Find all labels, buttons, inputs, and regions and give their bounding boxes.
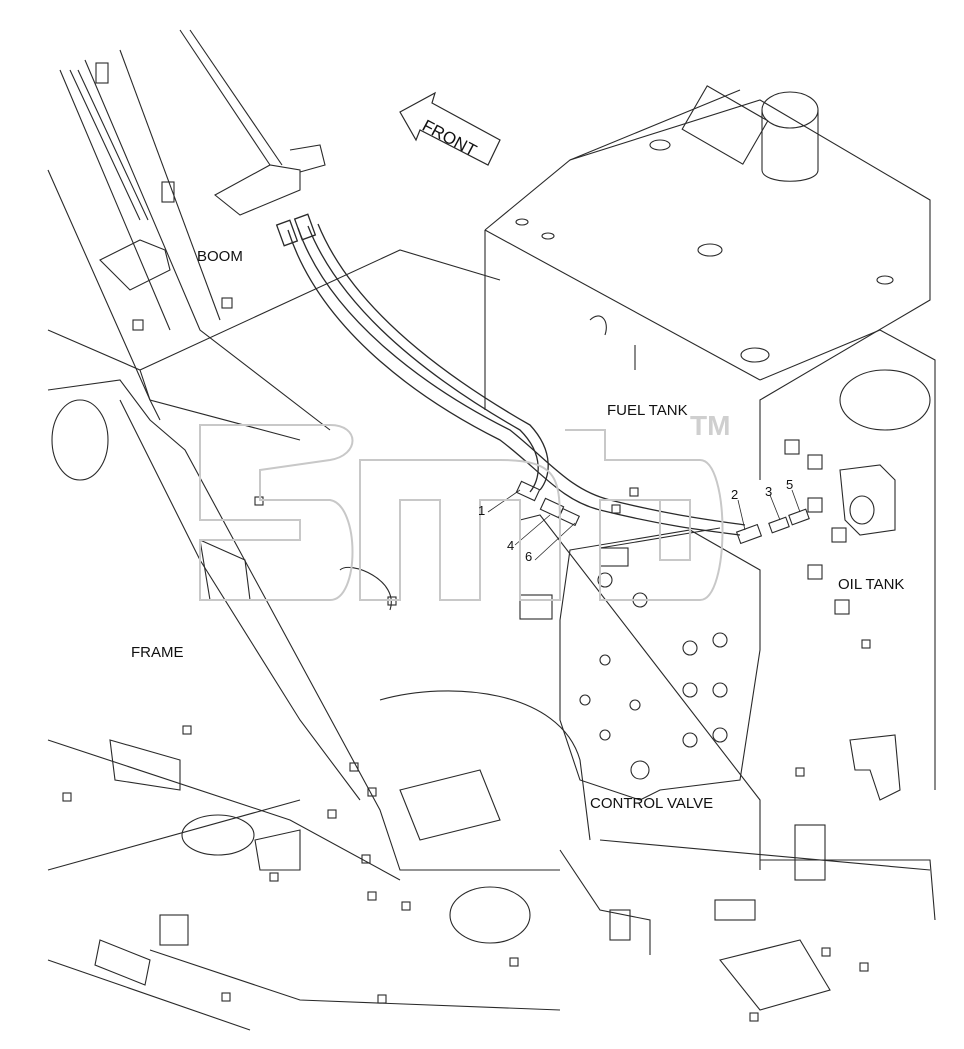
trademark-mark: TM <box>690 410 731 441</box>
frame-bolts <box>62 487 871 1022</box>
fuel-tank <box>484 85 931 480</box>
oil-tank <box>759 329 936 801</box>
watermark <box>199 424 724 601</box>
front-arrow <box>399 91 501 166</box>
part-number-4: 4 <box>507 538 515 553</box>
control-valve <box>519 527 761 801</box>
fuel-tank-label: FUEL TANK <box>607 402 688 419</box>
part-number-3: 3 <box>765 484 773 499</box>
boom-clamps <box>69 29 326 291</box>
oil-tank-label: OIL TANK <box>838 576 905 593</box>
frame-label: FRAME <box>131 644 184 661</box>
frame <box>47 379 936 1031</box>
part-number-1: 1 <box>478 503 486 518</box>
boom-label: BOOM <box>197 248 243 265</box>
part-number-2: 2 <box>731 487 739 502</box>
part-number-5: 5 <box>786 477 794 492</box>
hydraulic-hoses <box>275 213 746 536</box>
control-valve-label: CONTROL VALVE <box>590 795 714 812</box>
part-number-6: 6 <box>525 549 533 564</box>
hose-fittings <box>515 480 810 545</box>
boom-structure <box>47 49 501 441</box>
